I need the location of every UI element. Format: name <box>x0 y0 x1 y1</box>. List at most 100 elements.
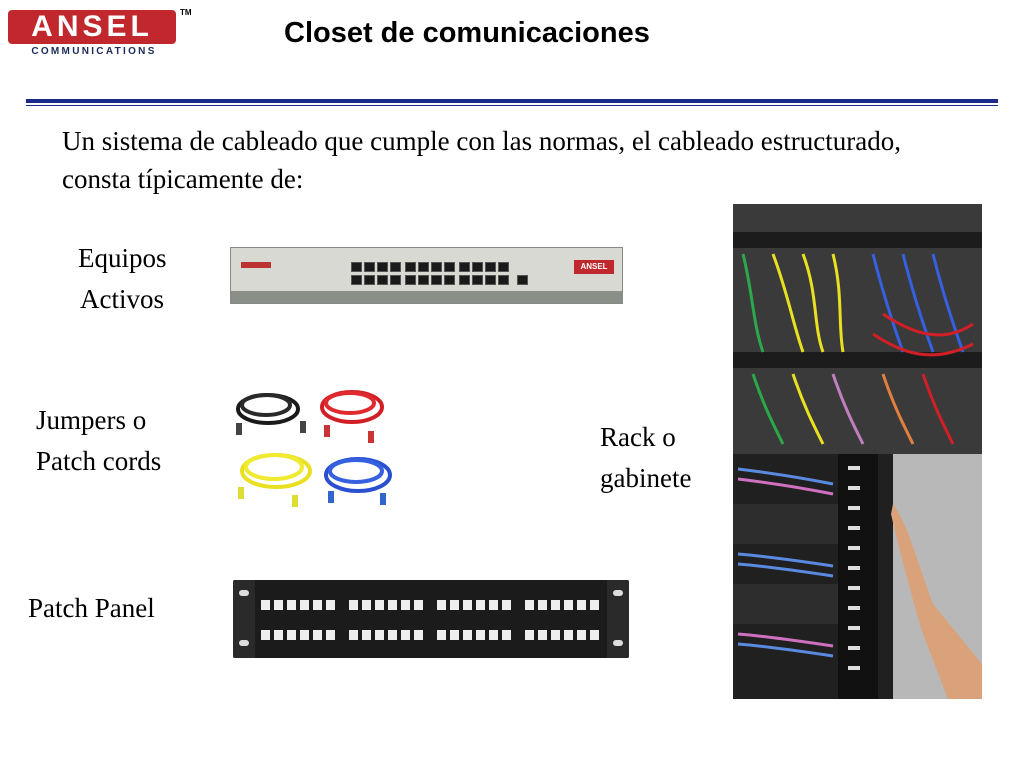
panel-jack <box>551 630 560 640</box>
panel-jack <box>577 630 586 640</box>
panel-jack <box>502 630 511 640</box>
label-equipos: Equipos <box>78 238 167 278</box>
switch-port <box>485 275 496 285</box>
panel-jack <box>362 600 371 610</box>
switch-port <box>405 262 416 272</box>
panel-jack <box>362 630 371 640</box>
label-patch-cords: Patch cords <box>36 441 161 481</box>
patch-panel-image <box>233 580 629 658</box>
switch-port <box>459 262 470 272</box>
panel-jack <box>261 600 270 610</box>
rack-cabinet-image <box>733 204 982 699</box>
switch-port <box>390 262 401 272</box>
switch-port <box>405 275 416 285</box>
logo-trademark: TM <box>180 8 192 17</box>
panel-mount-hole <box>239 640 249 646</box>
panel-jack <box>564 600 573 610</box>
panel-jack <box>502 600 511 610</box>
label-activos: Activos <box>80 279 164 319</box>
label-equipos-line1: Equipos <box>78 243 167 273</box>
label-rack: Rack o <box>600 417 676 457</box>
panel-jack <box>274 630 283 640</box>
slide-title: Closet de comunicaciones <box>284 17 650 49</box>
switch-port <box>390 275 401 285</box>
panel-jack <box>414 600 423 610</box>
panel-jack <box>590 630 599 640</box>
panel-jack <box>313 630 322 640</box>
switch-port <box>377 262 388 272</box>
panel-jack <box>287 600 296 610</box>
rack-svg <box>733 204 982 699</box>
switch-port <box>485 262 496 272</box>
panel-jack <box>463 630 472 640</box>
switch-uplink-port <box>517 275 528 285</box>
switch-base-stripe <box>231 291 622 303</box>
panel-jack <box>437 630 446 640</box>
panel-jack <box>476 630 485 640</box>
label-jumpers-line1: Jumpers o <box>36 405 147 435</box>
switch-port <box>444 262 455 272</box>
panel-jack <box>577 600 586 610</box>
panel-jack <box>525 630 534 640</box>
panel-jack <box>300 600 309 610</box>
panel-jack <box>525 600 534 610</box>
panel-jack <box>489 630 498 640</box>
panel-jack <box>463 600 472 610</box>
panel-mount-hole <box>239 590 249 596</box>
panel-jack <box>375 600 384 610</box>
label-rack-line2: gabinete <box>600 463 692 493</box>
panel-jack <box>287 630 296 640</box>
label-patch-panel: Patch Panel <box>28 593 155 623</box>
panel-jack <box>551 600 560 610</box>
panel-right-ear <box>607 580 629 658</box>
header-divider-thin <box>26 105 998 106</box>
panel-jack <box>437 600 446 610</box>
switch-port <box>472 275 483 285</box>
panel-jack <box>401 630 410 640</box>
panel-mount-hole <box>613 590 623 596</box>
network-switch-image: ANSEL <box>230 247 623 304</box>
panel-jack <box>313 600 322 610</box>
panel-jack <box>388 600 397 610</box>
label-rack-line1: Rack o <box>600 422 676 452</box>
label-equipos-line2: Activos <box>80 284 164 314</box>
panel-mount-hole <box>613 640 623 646</box>
logo-subtitle: COMMUNICATIONS <box>31 46 157 57</box>
switch-port <box>418 262 429 272</box>
intro-text: Un sistema de cableado que cumple con la… <box>62 126 901 194</box>
switch-port <box>351 275 362 285</box>
patch-cords-svg <box>236 390 392 507</box>
switch-port <box>418 275 429 285</box>
switch-port <box>431 262 442 272</box>
label-jumpers: Jumpers o <box>36 400 146 440</box>
label-jumpers-line2: Patch cords <box>36 446 162 476</box>
panel-jack <box>564 630 573 640</box>
header-divider <box>26 99 998 103</box>
panel-jack <box>326 600 335 610</box>
switch-port <box>459 275 470 285</box>
panel-jack <box>538 630 547 640</box>
switch-port <box>351 262 362 272</box>
label-gabinete: gabinete <box>600 458 691 498</box>
panel-jack <box>450 630 459 640</box>
panel-jack <box>401 600 410 610</box>
panel-jack <box>450 600 459 610</box>
panel-jack <box>326 630 335 640</box>
panel-jack <box>261 630 270 640</box>
switch-port <box>444 275 455 285</box>
panel-jack <box>349 630 358 640</box>
switch-port <box>377 275 388 285</box>
switch-brand: ANSEL <box>574 260 614 274</box>
switch-port <box>364 275 375 285</box>
panel-left-ear <box>233 580 255 658</box>
panel-jack <box>300 630 309 640</box>
panel-jack <box>274 600 283 610</box>
switch-port <box>472 262 483 272</box>
switch-port <box>431 275 442 285</box>
ansel-logo: ANSEL TM COMMUNICATIONS <box>8 8 192 58</box>
panel-jack <box>414 630 423 640</box>
switch-port <box>498 262 509 272</box>
panel-jack <box>349 600 358 610</box>
panel-jack <box>388 630 397 640</box>
panel-jack <box>375 630 384 640</box>
